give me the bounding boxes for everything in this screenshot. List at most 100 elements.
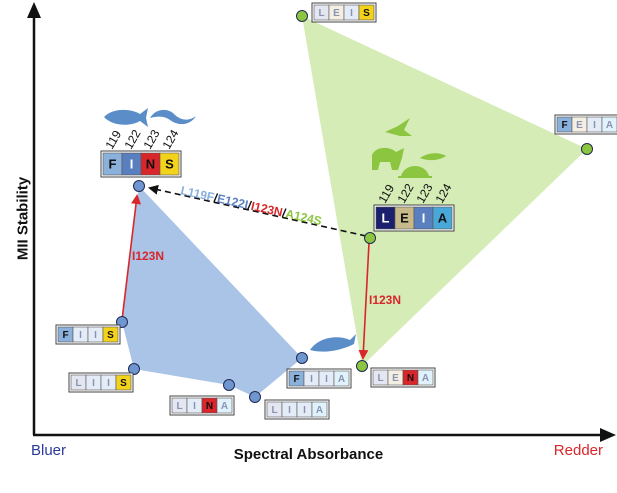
point-fins (133, 180, 145, 192)
dashed-label-part: A124S (284, 207, 323, 229)
residue-cell (417, 369, 434, 386)
dashed-label-part: / (246, 198, 253, 213)
red-arrow-label-left: I123N (132, 249, 164, 263)
residue-letter: I (130, 157, 134, 172)
turtle-icon (398, 166, 432, 178)
residue-letter: S (165, 157, 174, 172)
residue-cell (601, 116, 617, 133)
residue-letter: N (407, 373, 414, 384)
residue-letter: I (593, 120, 596, 131)
green-region (302, 16, 587, 366)
residue-letter: I (325, 374, 328, 385)
y-axis-arrowhead (27, 2, 41, 18)
residue-cell (358, 4, 375, 21)
site-number-122: 122 (121, 127, 143, 152)
bird-icon (385, 118, 412, 136)
blue-region (122, 186, 302, 397)
residue-letter: A (338, 374, 345, 385)
residue-cell (432, 206, 453, 230)
y-axis-title: MII Stability (14, 176, 32, 261)
residue-letter: S (120, 378, 127, 389)
x-axis-arrowhead (600, 428, 616, 442)
residue-letter: F (109, 157, 117, 172)
site-number-119: 119 (102, 128, 124, 152)
residue-letter: I (193, 401, 196, 412)
red-arrow-left (121, 194, 142, 321)
dashed-arrow-label: L119F/E122I/I123N/A124S (179, 183, 323, 228)
dashed-label-part: / (281, 206, 288, 221)
residue-letter: E (576, 120, 583, 131)
residue-letter: I (79, 330, 82, 341)
residue-cell (102, 326, 119, 343)
dashed-label-part: E122I (216, 191, 250, 211)
dog-icon (372, 147, 404, 170)
point-liis (128, 363, 140, 375)
red-arrow-label-right: I123N (369, 293, 401, 307)
residue-letter: N (206, 401, 213, 412)
coelacanth-icon (310, 334, 356, 352)
residue-letter: A (606, 120, 613, 131)
residue-letter: I (92, 378, 95, 389)
residue-letter: I (288, 405, 291, 416)
residue-letter: S (363, 8, 370, 19)
dashed-label-part: L119F (179, 183, 215, 204)
residue-letter: I (310, 374, 313, 385)
residue-letter: A (422, 373, 429, 384)
residue-letter: I (107, 378, 110, 389)
residue-cell (311, 401, 328, 418)
residue-cell (216, 397, 233, 414)
phenotype-regions (122, 16, 587, 397)
dashed-label-part: I123N (250, 199, 284, 220)
x-axis-right-end-label: Redder (553, 442, 603, 459)
dashed-label-part: / (213, 191, 220, 206)
residue-cell (159, 152, 180, 176)
residue-cell (115, 374, 132, 391)
point-lina (223, 379, 235, 391)
residue-letter: A (316, 405, 323, 416)
residue-letter: I (422, 211, 426, 226)
point-fiia (296, 352, 308, 364)
residue-letter: I (94, 330, 97, 341)
fish-icon (104, 108, 148, 127)
point-leis (296, 10, 308, 22)
residue-letter: L (271, 405, 277, 416)
residue-letter: L (318, 8, 324, 19)
point-lena (356, 360, 368, 372)
site-number-124: 124 (159, 127, 181, 152)
point-feia (581, 143, 593, 155)
residue-letter: I (350, 8, 353, 19)
organism-icons (104, 108, 446, 352)
residue-cell (333, 370, 350, 387)
residue-letter: E (392, 373, 399, 384)
genotype-points (116, 10, 593, 403)
residue-letter: F (293, 374, 299, 385)
eel-icon (150, 109, 196, 125)
x-axis-title: Spectral Absorbance (233, 446, 384, 463)
residue-letter: F (561, 120, 567, 131)
x-axis-left-end-label: Bluer (31, 442, 67, 459)
residue-letter: F (62, 330, 68, 341)
salamander-icon (420, 153, 446, 161)
residue-letter: L (377, 373, 383, 384)
residue-letter: S (107, 330, 114, 341)
point-liia (249, 391, 261, 403)
residue-letter: I (303, 405, 306, 416)
red-arrow-right (358, 242, 370, 360)
residue-letter: A (221, 401, 228, 412)
residue-letter: E (400, 211, 409, 226)
residue-letter: A (438, 211, 448, 226)
residue-letter: L (382, 211, 390, 226)
